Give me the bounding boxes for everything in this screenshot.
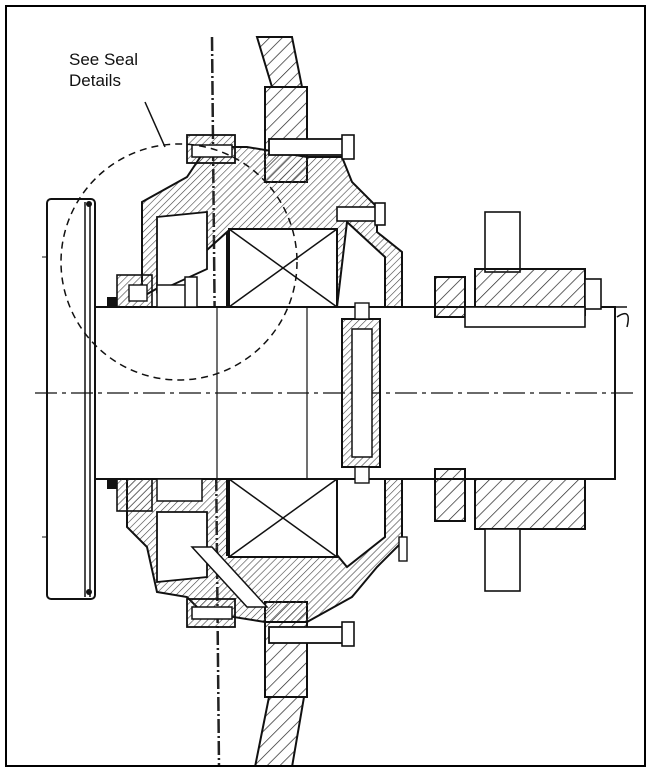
lower-bearing — [228, 478, 338, 558]
callout-line-1: See Seal — [69, 50, 138, 69]
drawing-frame: See Seal Details — [5, 5, 646, 767]
seal-detail-callout — [60, 101, 298, 381]
lower-housing — [107, 478, 408, 647]
end-cap — [341, 302, 381, 484]
pulley-disc — [42, 198, 96, 600]
upper-bearing — [228, 228, 338, 308]
coupling-hub — [434, 211, 602, 592]
seal-details-label: See Seal Details — [69, 49, 138, 91]
upper-seal-parts — [107, 274, 198, 308]
bearing-assembly-drawing — [35, 36, 637, 765]
callout-line-2: Details — [69, 71, 121, 90]
